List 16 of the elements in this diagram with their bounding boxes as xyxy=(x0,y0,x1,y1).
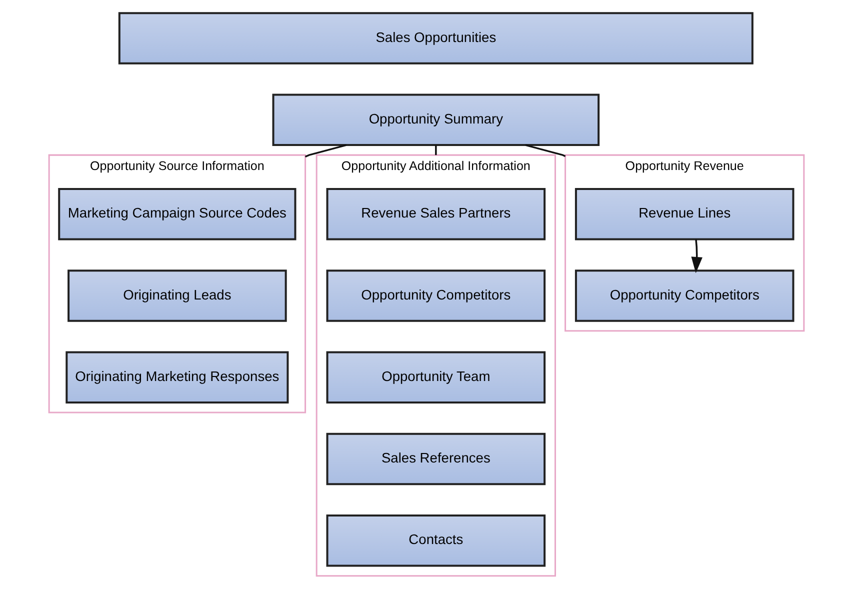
node-box: Opportunity Competitors xyxy=(326,270,546,322)
node-box: Opportunity Competitors xyxy=(574,270,794,322)
node-box: Marketing Campaign Source Codes xyxy=(58,188,296,240)
arrow xyxy=(691,239,702,274)
node-box: Opportunity Summary xyxy=(272,94,600,146)
node-box: Originating Leads xyxy=(68,270,287,322)
node-box: Sales References xyxy=(326,432,546,486)
connector xyxy=(525,144,566,158)
connector xyxy=(304,144,347,158)
node-box: Sales Opportunities xyxy=(118,12,754,64)
node-box: Revenue Sales Partners xyxy=(326,188,546,240)
node-box: Contacts xyxy=(326,514,546,567)
connector xyxy=(435,145,437,156)
node-box: Revenue Lines xyxy=(574,188,794,240)
node-box: Opportunity Team xyxy=(326,351,546,404)
node-box: Originating Marketing Responses xyxy=(66,351,289,404)
